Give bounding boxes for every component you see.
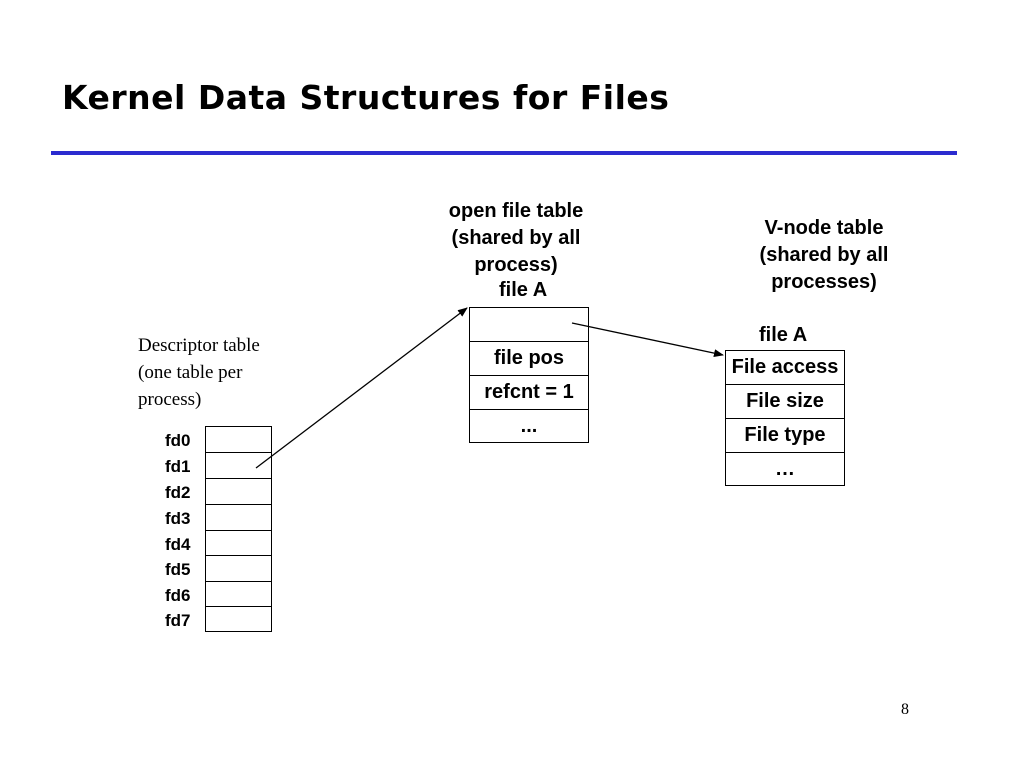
descriptor-caption-line-1: Descriptor table bbox=[138, 335, 260, 356]
vnode-caption-line-2: (shared by all bbox=[759, 244, 889, 266]
fd7-label: fd7 bbox=[165, 611, 191, 630]
open-file-more-cell: ... bbox=[469, 409, 589, 443]
open-file-pointer-cell bbox=[469, 307, 589, 342]
fd2-cell bbox=[205, 478, 272, 505]
fd1-label: fd1 bbox=[165, 457, 191, 476]
file-size-cell: File size bbox=[725, 384, 845, 419]
vnode-table-caption: V-node table (shared by all processes) bbox=[724, 215, 924, 296]
open-file-entry-label: file A bbox=[499, 279, 548, 301]
descriptor-caption-line-2: (one table per bbox=[138, 362, 243, 383]
fd7-cell bbox=[205, 606, 272, 632]
descriptor-table-caption: Descriptor table (one table per process) bbox=[138, 332, 260, 413]
fd5-label: fd5 bbox=[165, 560, 191, 579]
file-type-cell: File type bbox=[725, 418, 845, 453]
fd4-label: fd4 bbox=[165, 535, 191, 554]
page-number: 8 bbox=[901, 701, 909, 718]
fd3-cell bbox=[205, 504, 272, 531]
title-underline bbox=[51, 151, 957, 155]
open-file-caption-line-3: process) bbox=[474, 254, 558, 276]
fd1-to-open-file-arrow bbox=[255, 307, 468, 469]
fd1-cell bbox=[205, 452, 272, 479]
open-file-caption-line-2: (shared by all bbox=[451, 227, 581, 249]
open-file-to-vnode-arrow bbox=[571, 322, 724, 358]
vnode-more-cell: … bbox=[725, 452, 845, 486]
vnode-caption-line-1: V-node table bbox=[764, 217, 884, 239]
fd2-label: fd2 bbox=[165, 483, 191, 502]
descriptor-caption-line-3: process) bbox=[138, 389, 202, 410]
fd0-label: fd0 bbox=[165, 431, 191, 450]
file-access-cell: File access bbox=[725, 350, 845, 385]
fd3-label: fd3 bbox=[165, 509, 191, 528]
vnode-entry-label: file A bbox=[759, 324, 808, 346]
open-file-table-caption: open file table (shared by all process) bbox=[416, 198, 616, 279]
vnode-caption-line-3: processes) bbox=[771, 271, 877, 293]
slide-title: Kernel Data Structures for Files bbox=[62, 78, 670, 117]
fd6-label: fd6 bbox=[165, 586, 191, 605]
open-file-caption-line-1: open file table bbox=[448, 200, 584, 222]
fd6-cell bbox=[205, 581, 272, 608]
